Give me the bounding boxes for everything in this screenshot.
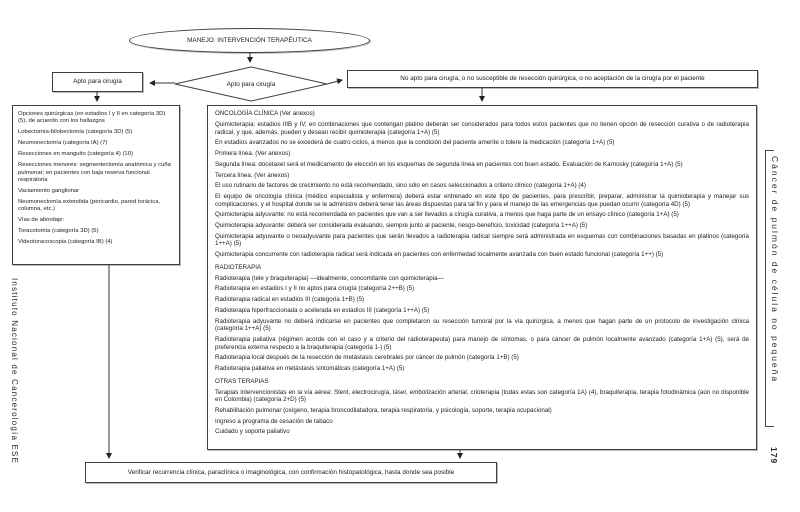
list-item: Quimioterapia adyuvante: no está recomen… bbox=[215, 211, 679, 219]
page-number: 179 bbox=[769, 447, 779, 465]
list-item: Quimioterapia concurrente con radioterap… bbox=[215, 251, 664, 259]
list-item: Terapias intervencionistas en la vía aér… bbox=[215, 388, 749, 404]
apt-for-surgery-label: Apto para cirugía bbox=[73, 78, 122, 86]
list-item: El equipo de oncología clínica (médico e… bbox=[215, 193, 749, 208]
connector-decision-to-no bbox=[326, 78, 343, 85]
list-item: Quimioterapia adyuvante o neoadyuvante p… bbox=[215, 232, 749, 248]
list-item: Lobectomía-bilobectomía (categoría 3D) (… bbox=[18, 129, 133, 136]
right-margin-chapter-text: Cáncer de pulmón de célula no pequeña bbox=[770, 156, 780, 384]
list-item: Radioterapia en estadios I y II no aptos… bbox=[215, 285, 415, 293]
list-item: Segunda línea: docetaxel será el medicam… bbox=[215, 160, 683, 168]
start-node-label: MANEJO: INTERVENCIÓN TERAPÉUTICA bbox=[187, 36, 312, 44]
list-item: Cuidado y soporte paliativo bbox=[215, 428, 290, 436]
list-item: Radioterapia radical en estadios III (ca… bbox=[215, 296, 365, 304]
list-item: Radioterapia paliativa (régimen acorde c… bbox=[215, 335, 749, 351]
start-node: MANEJO: INTERVENCIÓN TERAPÉUTICA bbox=[129, 28, 370, 53]
chapter-marker-tick-bottom bbox=[765, 426, 774, 427]
followup-box: Verificar recurrencia clínica, paraclíni… bbox=[85, 462, 497, 483]
list-item: Radioterapia hiperfraccionada o acelerad… bbox=[215, 306, 430, 314]
list-item: Vías de abordaje: bbox=[18, 217, 65, 224]
list-item: Rehabilitación pulmonar (oxígeno, terapi… bbox=[215, 406, 552, 414]
list-item: Quimioterapia: estadios IIIB y IV, en co… bbox=[215, 120, 749, 136]
list-item: Radioterapia (tele y braquiterapia) —ide… bbox=[215, 274, 444, 282]
list-item: Radioterapia local después de la resecci… bbox=[215, 354, 519, 362]
chapter-marker-rule bbox=[765, 150, 766, 427]
list-item: Neumonectomía extendida (pericardio, par… bbox=[18, 198, 161, 213]
section-title-oncologia: ONCOLOGÍA CLÍNICA (Ver anexos) bbox=[215, 110, 315, 117]
list-item: Resecciones en manguito (categoría 4) (1… bbox=[18, 151, 133, 158]
section-title-otras-terapias: OTRAS TERAPIAS bbox=[215, 377, 269, 385]
list-item: Radioterapia paliativa en metástasis sin… bbox=[215, 365, 405, 373]
list-item: Toracotomía (categoría 3D) (5) bbox=[18, 228, 99, 235]
section-title-radioterapia: RADIOTERAPIA bbox=[215, 263, 262, 271]
list-item: Quimioterapia adyuvante: deberá ser cons… bbox=[215, 222, 588, 230]
chapter-marker-tick-top bbox=[765, 150, 774, 151]
list-item: Ingreso a programa de cesación de tabaco bbox=[215, 417, 333, 425]
list-item: El uso rutinario de factores de crecimie… bbox=[215, 182, 586, 190]
list-item: Resecciones menores: segmentectomía anat… bbox=[18, 162, 171, 183]
list-item: Vaciamiento ganglionar bbox=[18, 187, 80, 194]
decision-node-label: Apto para cirugía bbox=[226, 80, 276, 88]
clinical-oncology-box: ONCOLOGÍA CLÍNICA (Ver anexos) Quimioter… bbox=[207, 105, 757, 450]
surgical-options-box: Opciones quirúrgicas (en estadios I y II… bbox=[12, 105, 180, 265]
list-item: Tercera línea. (Ver anexos) bbox=[215, 171, 290, 179]
not-apt-for-surgery-label: No apto para cirugía, o no susceptible d… bbox=[400, 75, 705, 83]
list-item: En estadios avanzados no se excederá de … bbox=[215, 139, 615, 147]
not-apt-for-surgery-box: No apto para cirugía, o no susceptible d… bbox=[347, 70, 758, 88]
followup-label: Verificar recurrencia clínica, paraclíni… bbox=[127, 468, 455, 476]
decision-node: Apto para cirugía bbox=[175, 67, 327, 101]
list-item: Opciones quirúrgicas (en estadios I y II… bbox=[18, 111, 166, 125]
list-item: Videotoracoscopia (categoría IB) (4) bbox=[18, 239, 113, 246]
list-item: Neumonectomía (categoría IA) (7) bbox=[18, 140, 108, 147]
left-margin-institution-text: Instituto Nacional de Cancerología ESE bbox=[10, 278, 19, 465]
list-item: Radioterapia adyuvante no deberá indicar… bbox=[215, 317, 749, 333]
list-item: Primera línea. (Ver anexos) bbox=[215, 150, 291, 158]
apt-for-surgery-box: Apto para cirugía bbox=[52, 72, 143, 92]
